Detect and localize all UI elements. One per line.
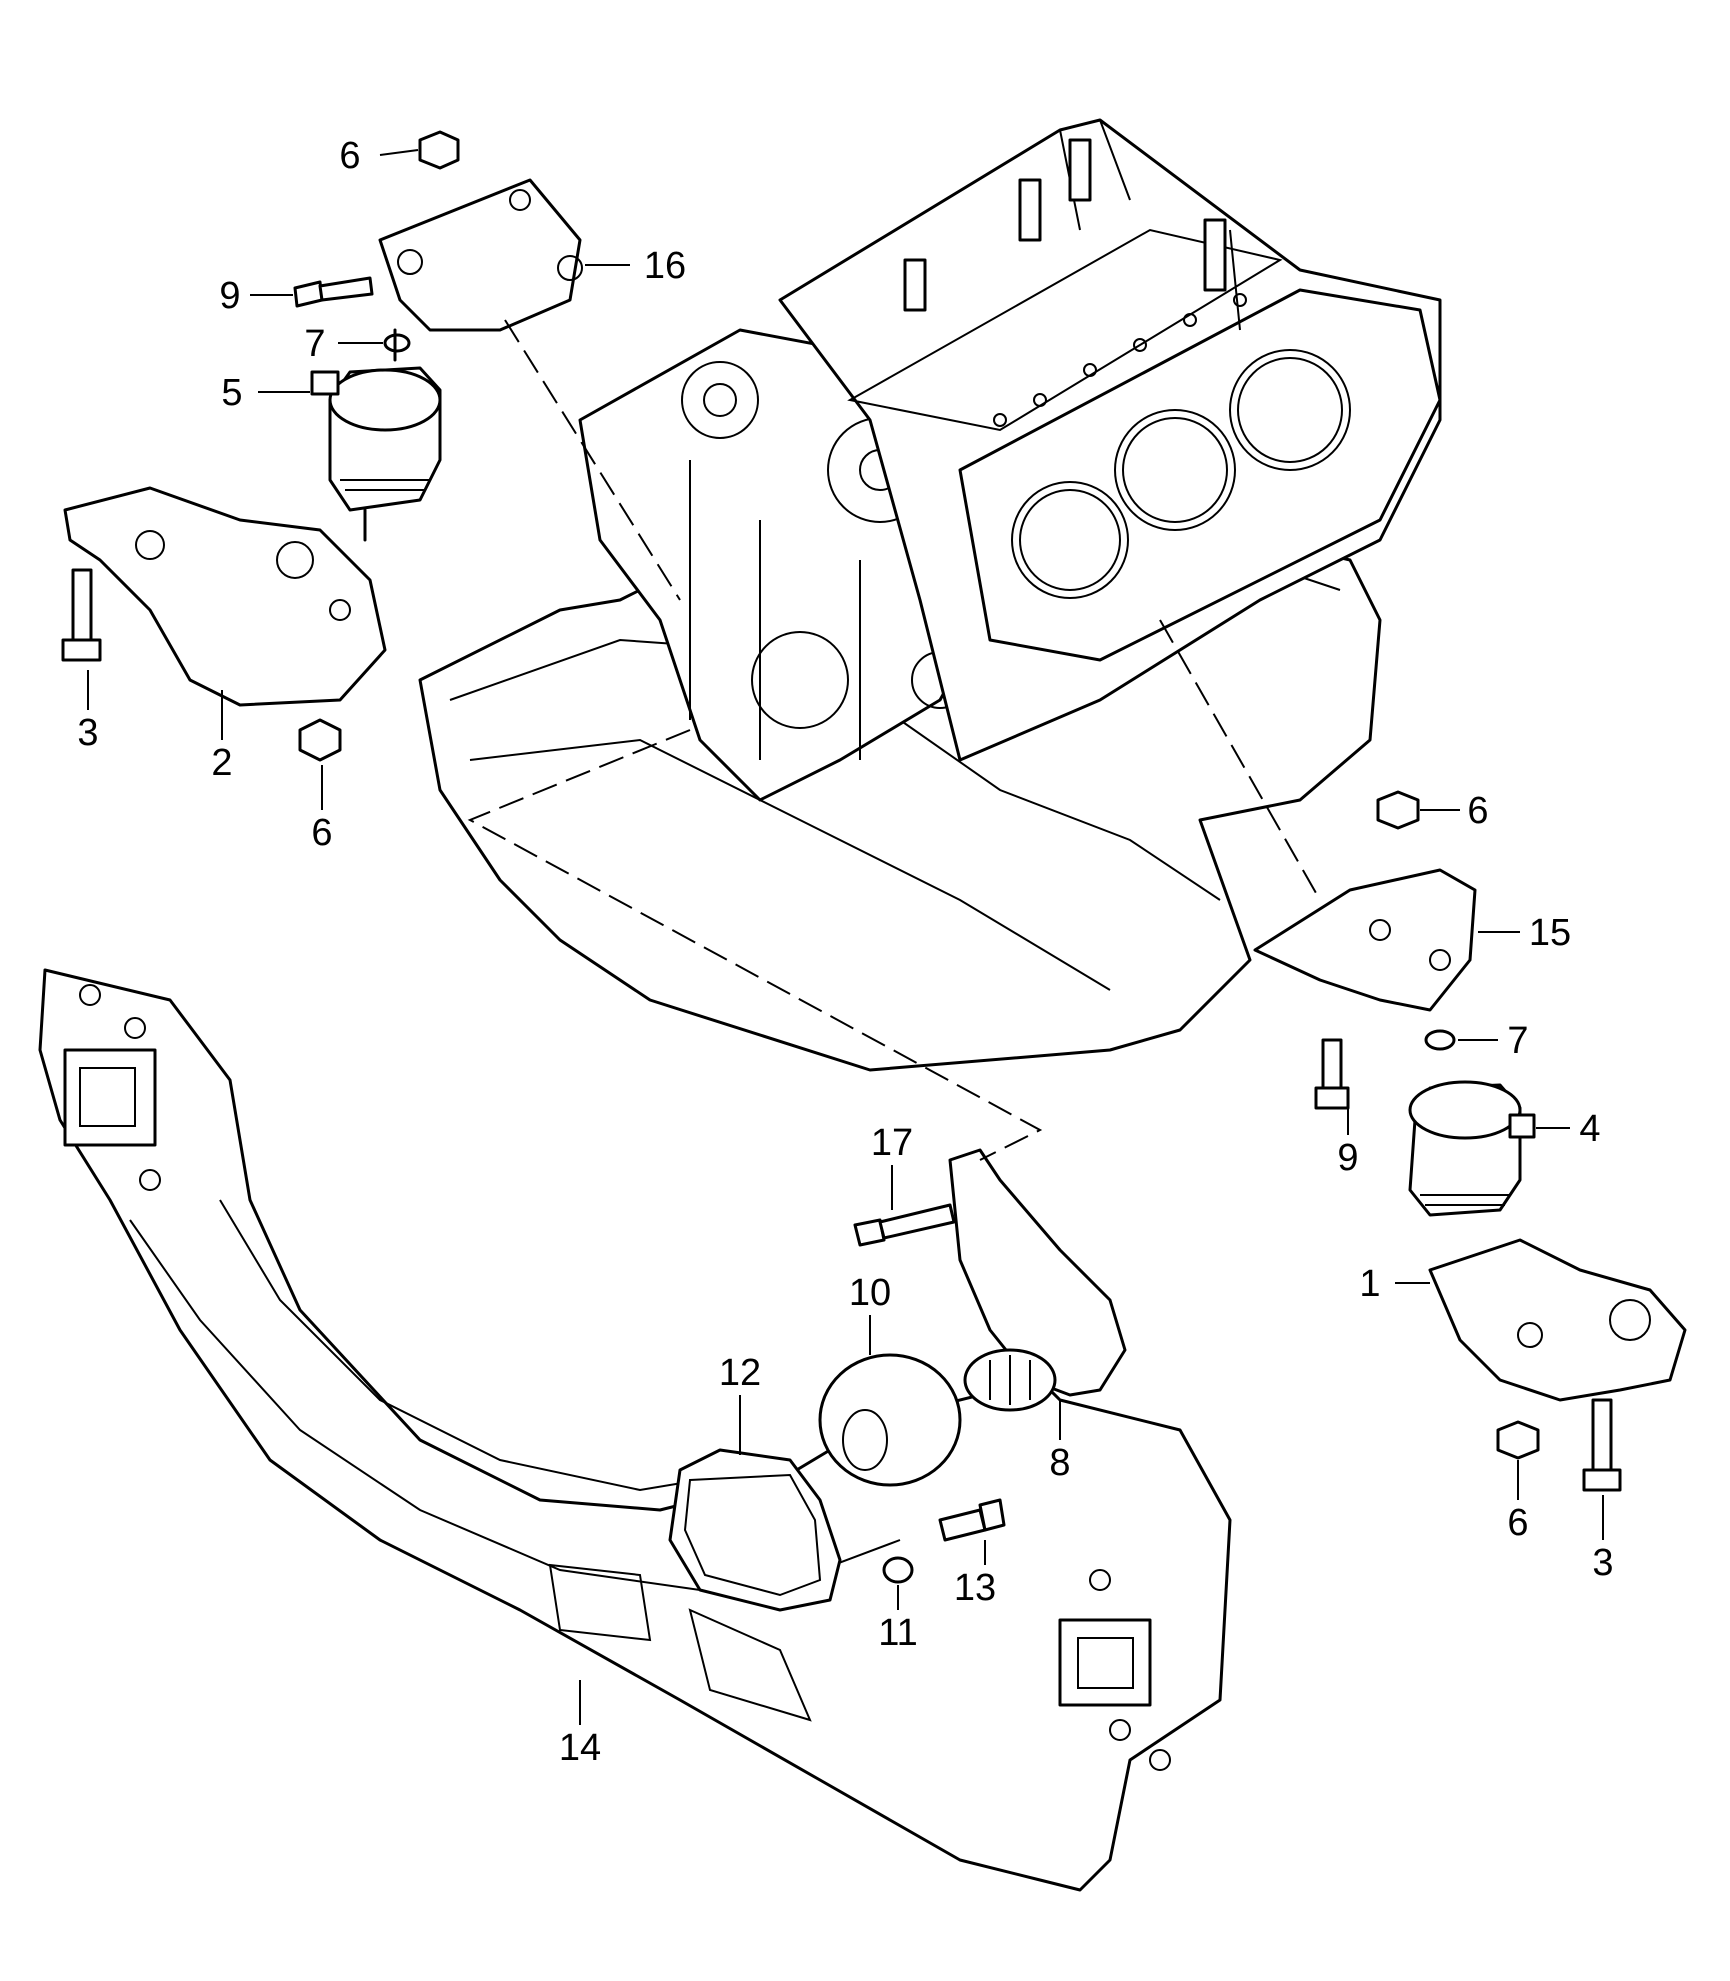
callout-16: 17 <box>871 1122 913 1164</box>
engine-block <box>418 118 1442 1072</box>
engine-bracket-2 <box>63 486 387 707</box>
callout-5: 5 <box>221 372 242 414</box>
washer-17 <box>882 1556 914 1584</box>
nut-6-right-bottom <box>1496 1420 1540 1460</box>
leader-lines <box>87 149 1604 1725</box>
nut-6-left <box>298 718 342 762</box>
callout-15: 14 <box>559 1727 601 1769</box>
bolt-14 <box>938 1498 1006 1542</box>
engine-mount-4 <box>1408 1080 1536 1217</box>
callout-14: 13 <box>954 1567 996 1609</box>
callout-9-top: 9 <box>219 275 240 317</box>
bolt-9-right <box>1314 1038 1350 1110</box>
callout-11: 15 <box>1529 912 1571 954</box>
callout-7-top: 7 <box>304 323 325 365</box>
callout-3-right: 3 <box>1592 1542 1613 1584</box>
nut-6-right-top <box>1376 790 1420 830</box>
nut-6-top <box>418 130 460 170</box>
bracket-8 <box>948 1148 1127 1412</box>
callout-6-right-bottom: 6 <box>1507 1502 1528 1544</box>
callout-7-right: 7 <box>1507 1020 1528 1062</box>
callout-4: 4 <box>1579 1108 1600 1150</box>
callout-8: 8 <box>1049 1442 1070 1484</box>
mount-13 <box>668 1448 842 1612</box>
bolt-3-left <box>61 568 102 662</box>
callout-13: 12 <box>719 1352 761 1394</box>
callout-17: 11 <box>878 1612 917 1654</box>
callout-9-right: 9 <box>1337 1137 1358 1179</box>
bracket-11 <box>1253 868 1477 1012</box>
bolt-9-top <box>293 276 374 308</box>
bushing-10 <box>818 1353 962 1487</box>
callouts: 6 16 9 7 5 3 2 6 6 15 7 9 4 1 6 3 17 10 … <box>77 135 1613 1769</box>
callout-6-left: 6 <box>311 812 332 854</box>
bolt-3-right <box>1582 1398 1622 1492</box>
callout-1: 1 <box>1359 1263 1380 1305</box>
subframe <box>38 968 1232 1892</box>
callout-6-right-top: 6 <box>1467 790 1488 832</box>
callout-10: 10 <box>849 1272 891 1314</box>
bracket-12 <box>378 178 583 332</box>
washer-7-right <box>1424 1029 1456 1051</box>
callout-12: 16 <box>644 245 686 287</box>
washer-7-top <box>383 333 411 353</box>
engine-bracket-1 <box>1428 1238 1687 1402</box>
bolt-16 <box>853 1203 956 1247</box>
engine-mount-5 <box>310 328 442 542</box>
callout-2: 2 <box>211 742 232 784</box>
callout-3-left: 3 <box>77 712 98 754</box>
callout-6-top: 6 <box>339 135 360 177</box>
assembly-lines <box>467 319 1321 1161</box>
